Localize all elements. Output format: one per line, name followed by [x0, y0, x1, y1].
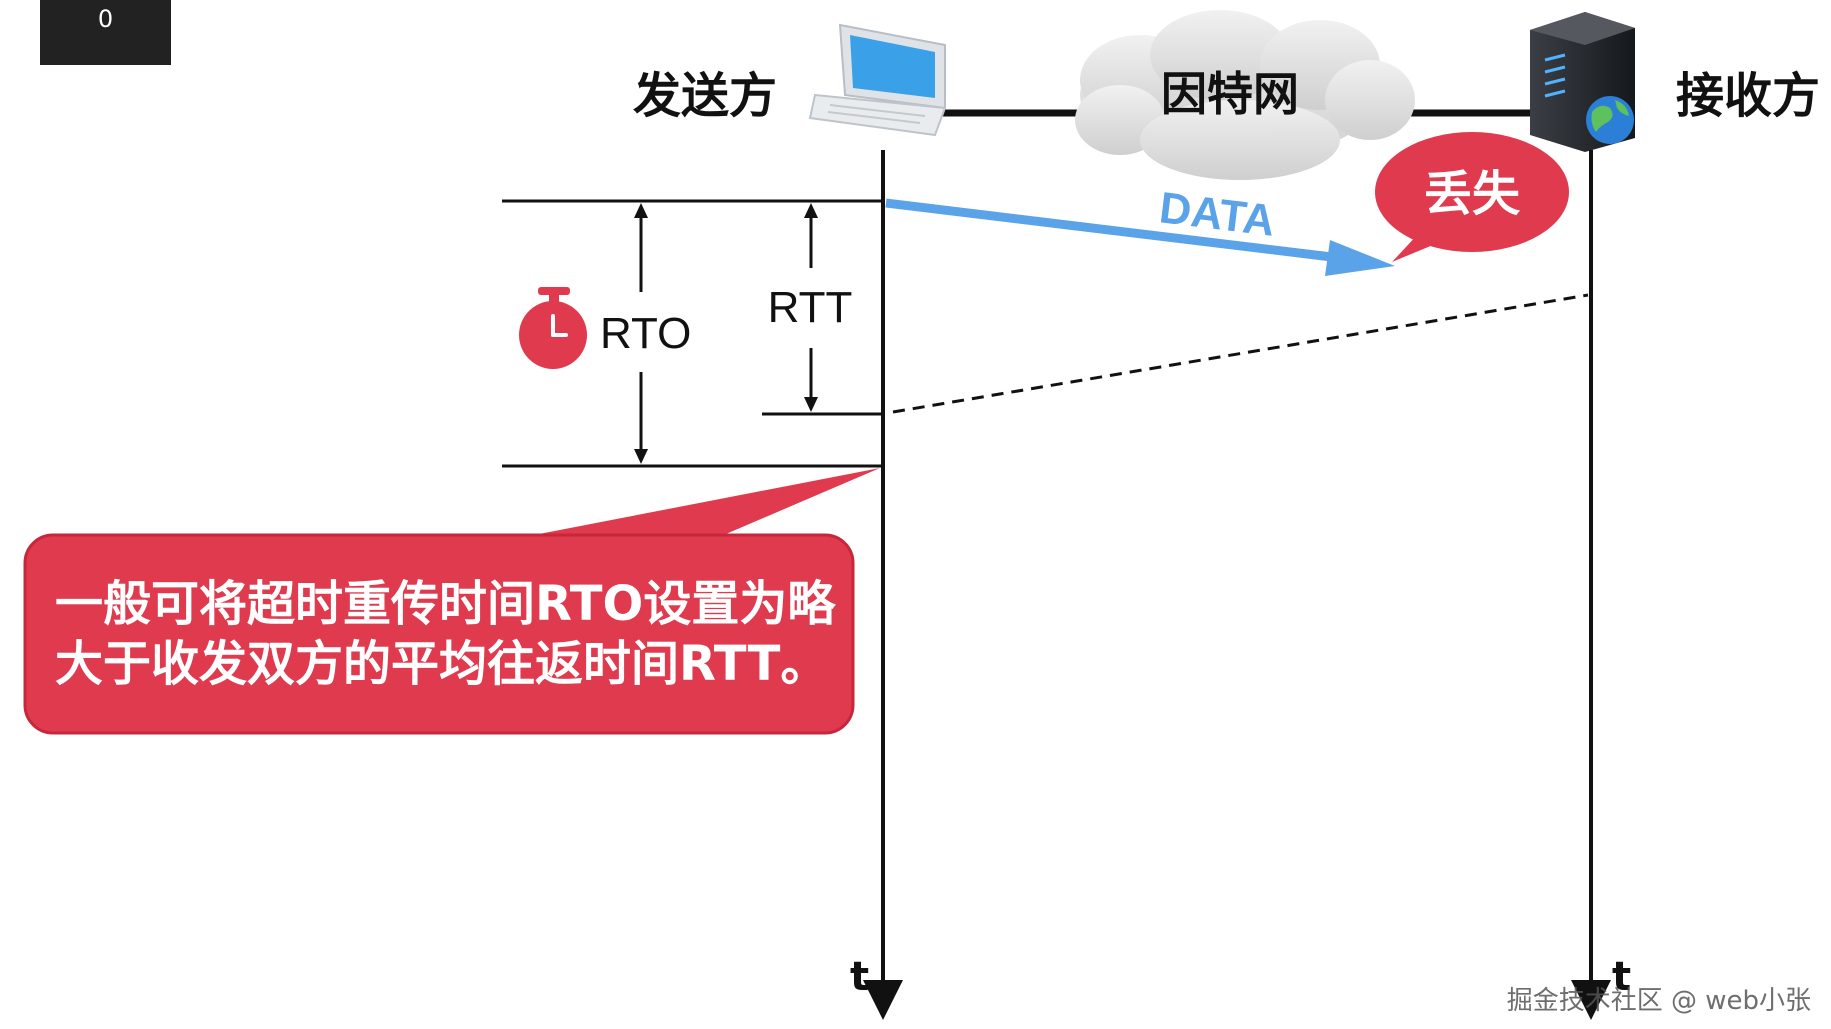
receiver-label: 接收方	[1676, 68, 1820, 124]
laptop-icon	[808, 23, 947, 137]
slide-counter: 0	[40, 0, 171, 65]
network-label: 因特网	[1161, 67, 1299, 121]
sender-time-label: t	[850, 954, 869, 1000]
stopwatch-icon	[519, 287, 587, 369]
callout-box	[23, 468, 880, 735]
sender-label: 发送方	[633, 68, 777, 124]
data-arrow	[885, 198, 1341, 263]
cloud-icon	[1075, 10, 1415, 180]
rto-label: RTO	[600, 309, 691, 358]
ack-dashed-line	[892, 293, 1589, 414]
rto-arrowhead-bottom	[634, 449, 648, 464]
rtt-arrowhead-top	[804, 203, 818, 218]
receiver-time-label: t	[1612, 954, 1631, 1000]
lost-bubble	[1375, 132, 1569, 262]
rto-arrowhead-top	[634, 203, 648, 218]
data-arrowhead	[1325, 240, 1395, 276]
watermark-text: 掘金技术社区 @ web小张	[1506, 986, 1811, 1016]
rtt-arrowhead-bottom	[804, 397, 818, 412]
callout-line-2: 大于收发双方的平均往返时间RTT。	[55, 636, 828, 692]
server-globe-icon	[1530, 12, 1635, 152]
callout-line-1: 一般可将超时重传时间RTO设置为略	[55, 576, 836, 632]
lost-label: 丢失	[1424, 166, 1521, 222]
rtt-label: RTT	[768, 283, 853, 332]
